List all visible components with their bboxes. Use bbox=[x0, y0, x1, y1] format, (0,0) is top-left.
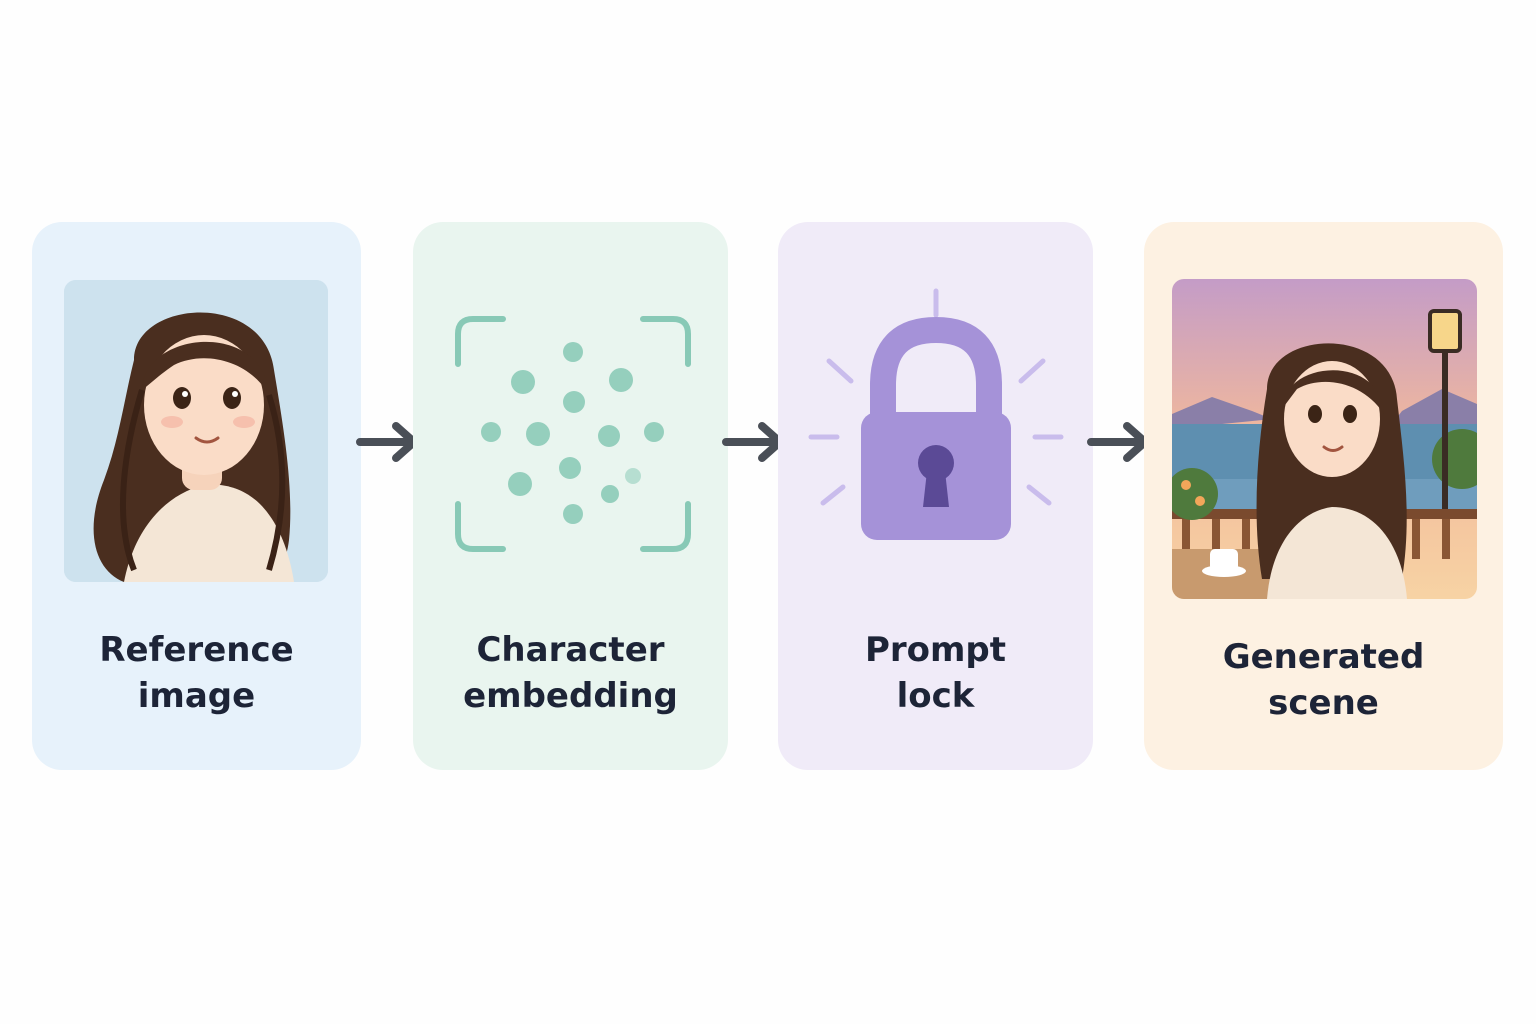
character-embedding-label: Character embedding bbox=[463, 630, 678, 716]
generated-scene-image bbox=[1172, 279, 1477, 599]
generated-scene-card: Generated scene bbox=[1144, 222, 1503, 770]
reference-image-label: Reference image bbox=[99, 630, 294, 716]
scene-icon bbox=[1172, 279, 1477, 599]
scan-dots-icon bbox=[453, 314, 693, 554]
lock-icon bbox=[803, 285, 1068, 585]
prompt-lock-card: Prompt lock bbox=[778, 222, 1093, 770]
portrait-icon bbox=[64, 280, 328, 582]
reference-portrait bbox=[64, 280, 328, 582]
prompt-lock-label: Prompt lock bbox=[864, 630, 1007, 716]
reference-image-card: Reference image bbox=[32, 222, 361, 770]
character-embedding-card: Character embedding bbox=[413, 222, 728, 770]
generated-scene-label: Generated scene bbox=[1222, 637, 1425, 723]
